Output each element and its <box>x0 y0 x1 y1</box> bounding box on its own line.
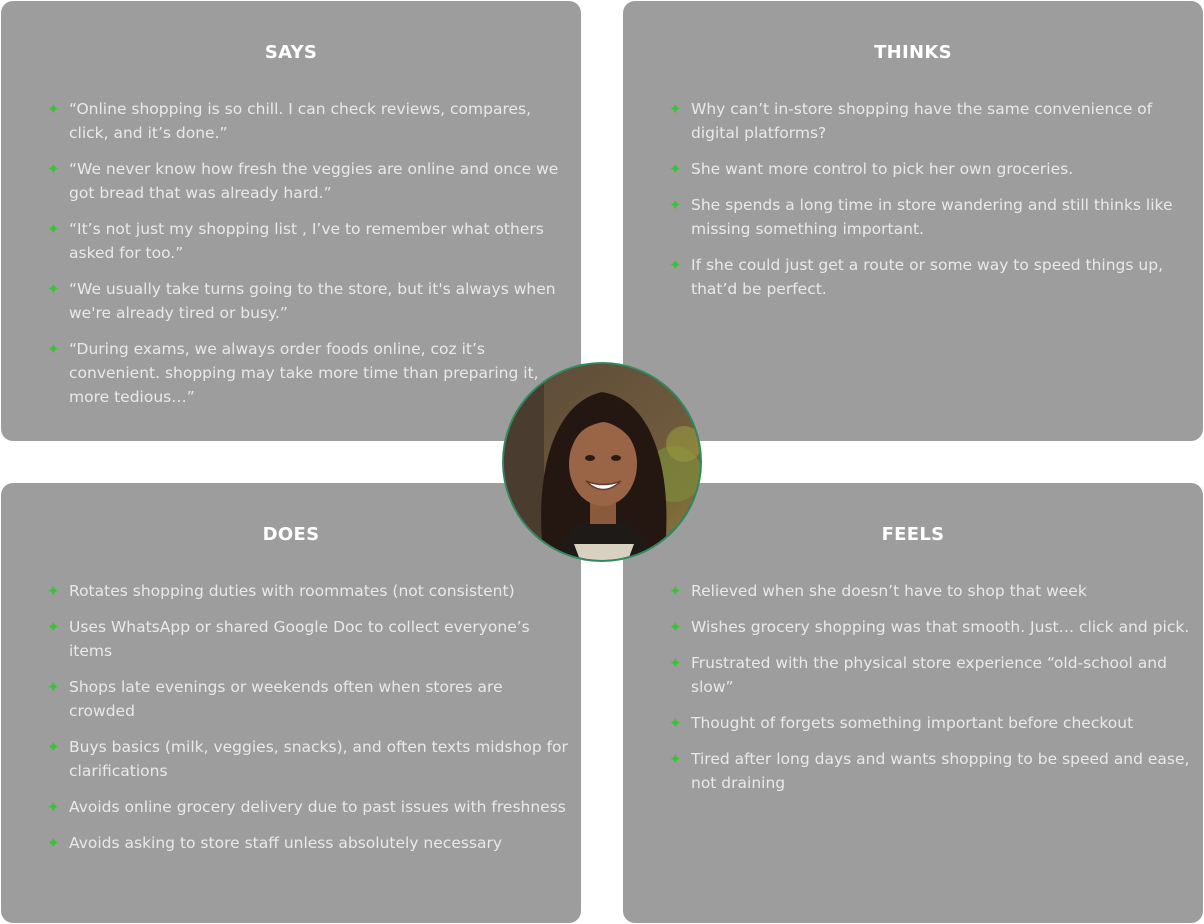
star-bullet-icon: ✦ <box>669 714 682 732</box>
feels-item: ✦ Wishes grocery shopping was that smooth… <box>669 615 1191 639</box>
does-list: ✦ Rotates shopping duties with roommates … <box>47 579 569 867</box>
says-item: ✦ “Online shopping is so chill. I can che… <box>47 97 569 145</box>
feels-item-text: Tired after long days and wants shopping… <box>691 750 1190 792</box>
does-item-text: Avoids online grocery delivery due to pa… <box>69 798 566 816</box>
star-bullet-icon: ✦ <box>669 654 682 672</box>
says-quadrant: SAYS ✦ “Online shopping is so chill. I ca… <box>1 1 581 441</box>
does-item: ✦ Buys basics (milk, veggies, snacks), an… <box>47 735 569 783</box>
does-item: ✦ Uses WhatsApp or shared Google Doc to c… <box>47 615 569 663</box>
does-item: ✦ Shops late evenings or weekends often w… <box>47 675 569 723</box>
thinks-item: ✦ Why can’t in-store shopping have the sa… <box>669 97 1191 145</box>
feels-item: ✦ Thought of forgets something important … <box>669 711 1191 735</box>
star-bullet-icon: ✦ <box>669 582 682 600</box>
thinks-item: ✦ She spends a long time in store wanderi… <box>669 193 1191 241</box>
feels-item-text: Wishes grocery shopping was that smooth.… <box>691 618 1190 636</box>
does-item-text: Rotates shopping duties with roommates (… <box>69 582 515 600</box>
thinks-title: THINKS <box>874 42 952 63</box>
star-bullet-icon: ✦ <box>669 256 682 274</box>
thinks-item-text: If she could just get a route or some wa… <box>691 256 1163 298</box>
feels-item-text: Relieved when she doesn’t have to shop t… <box>691 582 1087 600</box>
does-item-text: Uses WhatsApp or shared Google Doc to co… <box>69 618 530 660</box>
feels-item-text: Frustrated with the physical store exper… <box>691 654 1167 696</box>
star-bullet-icon: ✦ <box>47 220 60 238</box>
says-item: ✦ “It’s not just my shopping list , I’ve … <box>47 217 569 265</box>
says-item-text: “Online shopping is so chill. I can chec… <box>69 100 532 142</box>
star-bullet-icon: ✦ <box>47 280 60 298</box>
persona-avatar <box>502 362 702 562</box>
says-item-text: “We never know how fresh the veggies are… <box>69 160 559 202</box>
feels-item: ✦ Tired after long days and wants shoppin… <box>669 747 1191 795</box>
says-item-text: “We usually take turns going to the stor… <box>69 280 556 322</box>
thinks-item-text: Why can’t in-store shopping have the sam… <box>691 100 1153 142</box>
star-bullet-icon: ✦ <box>47 618 60 636</box>
star-bullet-icon: ✦ <box>669 160 682 178</box>
star-bullet-icon: ✦ <box>669 618 682 636</box>
does-title: DOES <box>262 524 320 545</box>
star-bullet-icon: ✦ <box>47 582 60 600</box>
thinks-quadrant: THINKS ✦ Why can’t in-store shopping have… <box>623 1 1203 441</box>
star-bullet-icon: ✦ <box>669 196 682 214</box>
does-item: ✦ Avoids asking to store staff unless abs… <box>47 831 569 855</box>
does-item-text: Avoids asking to store staff unless abso… <box>69 834 503 852</box>
does-quadrant: DOES ✦ Rotates shopping duties with roomm… <box>1 483 581 923</box>
star-bullet-icon: ✦ <box>47 798 60 816</box>
feels-item: ✦ Frustrated with the physical store expe… <box>669 651 1191 699</box>
says-item: ✦ “We usually take turns going to the sto… <box>47 277 569 325</box>
feels-item-text: Thought of forgets something important b… <box>691 714 1134 732</box>
feels-item: ✦ Relieved when she doesn’t have to shop … <box>669 579 1191 603</box>
feels-list: ✦ Relieved when she doesn’t have to shop … <box>669 579 1191 807</box>
says-item-text: “It’s not just my shopping list , I’ve t… <box>69 220 544 262</box>
star-bullet-icon: ✦ <box>47 100 60 118</box>
feels-title: FEELS <box>881 524 945 545</box>
thinks-item: ✦ She want more control to pick her own g… <box>669 157 1191 181</box>
persona-portrait-image <box>504 364 700 560</box>
says-title: SAYS <box>264 42 318 63</box>
star-bullet-icon: ✦ <box>47 738 60 756</box>
feels-quadrant: FEELS ✦ Relieved when she doesn’t have to… <box>623 483 1203 923</box>
star-bullet-icon: ✦ <box>47 678 60 696</box>
says-list: ✦ “Online shopping is so chill. I can che… <box>47 97 569 421</box>
says-item-text: “During exams, we always order foods onl… <box>69 340 539 406</box>
says-item: ✦ “We never know how fresh the veggies ar… <box>47 157 569 205</box>
star-bullet-icon: ✦ <box>47 834 60 852</box>
says-item: ✦ “During exams, we always order foods on… <box>47 337 569 409</box>
star-bullet-icon: ✦ <box>47 160 60 178</box>
does-item-text: Buys basics (milk, veggies, snacks), and… <box>69 738 568 780</box>
thinks-item: ✦ If she could just get a route or some w… <box>669 253 1191 301</box>
thinks-item-text: She want more control to pick her own gr… <box>691 160 1074 178</box>
does-item: ✦ Rotates shopping duties with roommates … <box>47 579 569 603</box>
star-bullet-icon: ✦ <box>669 750 682 768</box>
thinks-item-text: She spends a long time in store wanderin… <box>691 196 1173 238</box>
thinks-list: ✦ Why can’t in-store shopping have the sa… <box>669 97 1191 313</box>
does-item-text: Shops late evenings or weekends often wh… <box>69 678 503 720</box>
star-bullet-icon: ✦ <box>47 340 60 358</box>
does-item: ✦ Avoids online grocery delivery due to p… <box>47 795 569 819</box>
star-bullet-icon: ✦ <box>669 100 682 118</box>
